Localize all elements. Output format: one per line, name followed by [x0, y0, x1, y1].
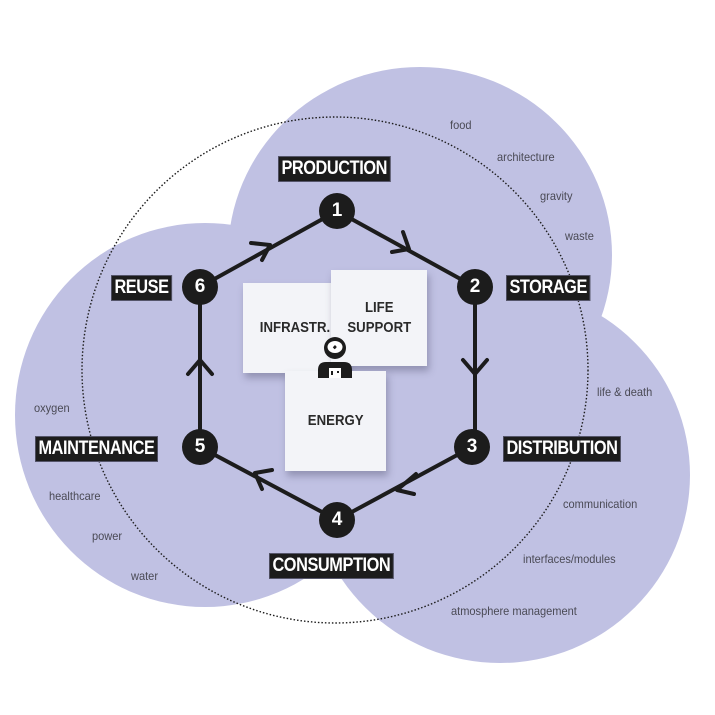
stage-node-2: 2: [457, 269, 493, 305]
term-power: power: [92, 529, 123, 543]
stage-label-consumption: CONSUMPTION: [269, 553, 394, 579]
stage-number: 6: [194, 276, 206, 297]
arrow-4-5-icon: [253, 468, 274, 491]
stage-node-1: 1: [319, 193, 355, 229]
arrow-2-3-icon: [461, 358, 489, 376]
cycle-arrows: [186, 230, 489, 496]
note-infrastructure-text: INFRASTR.: [259, 319, 331, 336]
term-life-death: life & death: [597, 385, 653, 399]
stage-number: 4: [331, 509, 343, 530]
note-life-support: LIFE SUPPORT: [331, 270, 427, 366]
term-oxygen: oxygen: [34, 401, 70, 415]
stage-label-production: PRODUCTION: [278, 156, 391, 182]
arrow-1-2-icon: [390, 230, 411, 254]
note-energy-text: ENERGY: [307, 412, 364, 429]
note-infrastructure: INFRASTR.: [243, 283, 347, 373]
note-life-support-line1: LIFE: [364, 299, 394, 316]
stage-label-maintenance: MAINTENANCE: [35, 436, 158, 462]
term-communication: communication: [563, 497, 638, 511]
stage-number: 3: [466, 436, 478, 457]
term-waste: waste: [565, 229, 594, 243]
stage-label-storage: STORAGE: [506, 275, 591, 301]
stage-node-4: 4: [319, 502, 355, 538]
stage-number: 2: [469, 276, 481, 297]
term-water: water: [131, 569, 158, 583]
cloud-right: [310, 287, 690, 663]
stage-number: 1: [331, 200, 343, 221]
note-energy: ENERGY: [285, 371, 386, 471]
term-healthcare: healthcare: [49, 489, 101, 503]
astronaut-icon: [318, 337, 352, 378]
term-atmosphere-management: atmosphere management: [451, 604, 577, 618]
edge-4-5: [198, 445, 339, 522]
term-architecture: architecture: [497, 150, 555, 164]
arrow-3-4-icon: [395, 472, 418, 496]
stage-label-reuse: REUSE: [111, 275, 173, 301]
term-gravity: gravity: [540, 189, 573, 203]
stage-node-6: 6: [182, 269, 218, 305]
stage-node-3: 3: [454, 429, 490, 465]
term-food: food: [450, 118, 472, 132]
note-life-support-line2: SUPPORT: [347, 319, 411, 336]
arrow-5-6-icon: [186, 358, 214, 376]
stage-label-distribution: DISTRIBUTION: [503, 436, 621, 462]
stage-node-5: 5: [182, 429, 218, 465]
stage-number: 5: [194, 436, 206, 457]
dotted-boundary-circle: [81, 116, 589, 624]
term-interfaces-modules: interfaces/modules: [523, 552, 616, 566]
arrow-6-1-icon: [249, 241, 272, 262]
